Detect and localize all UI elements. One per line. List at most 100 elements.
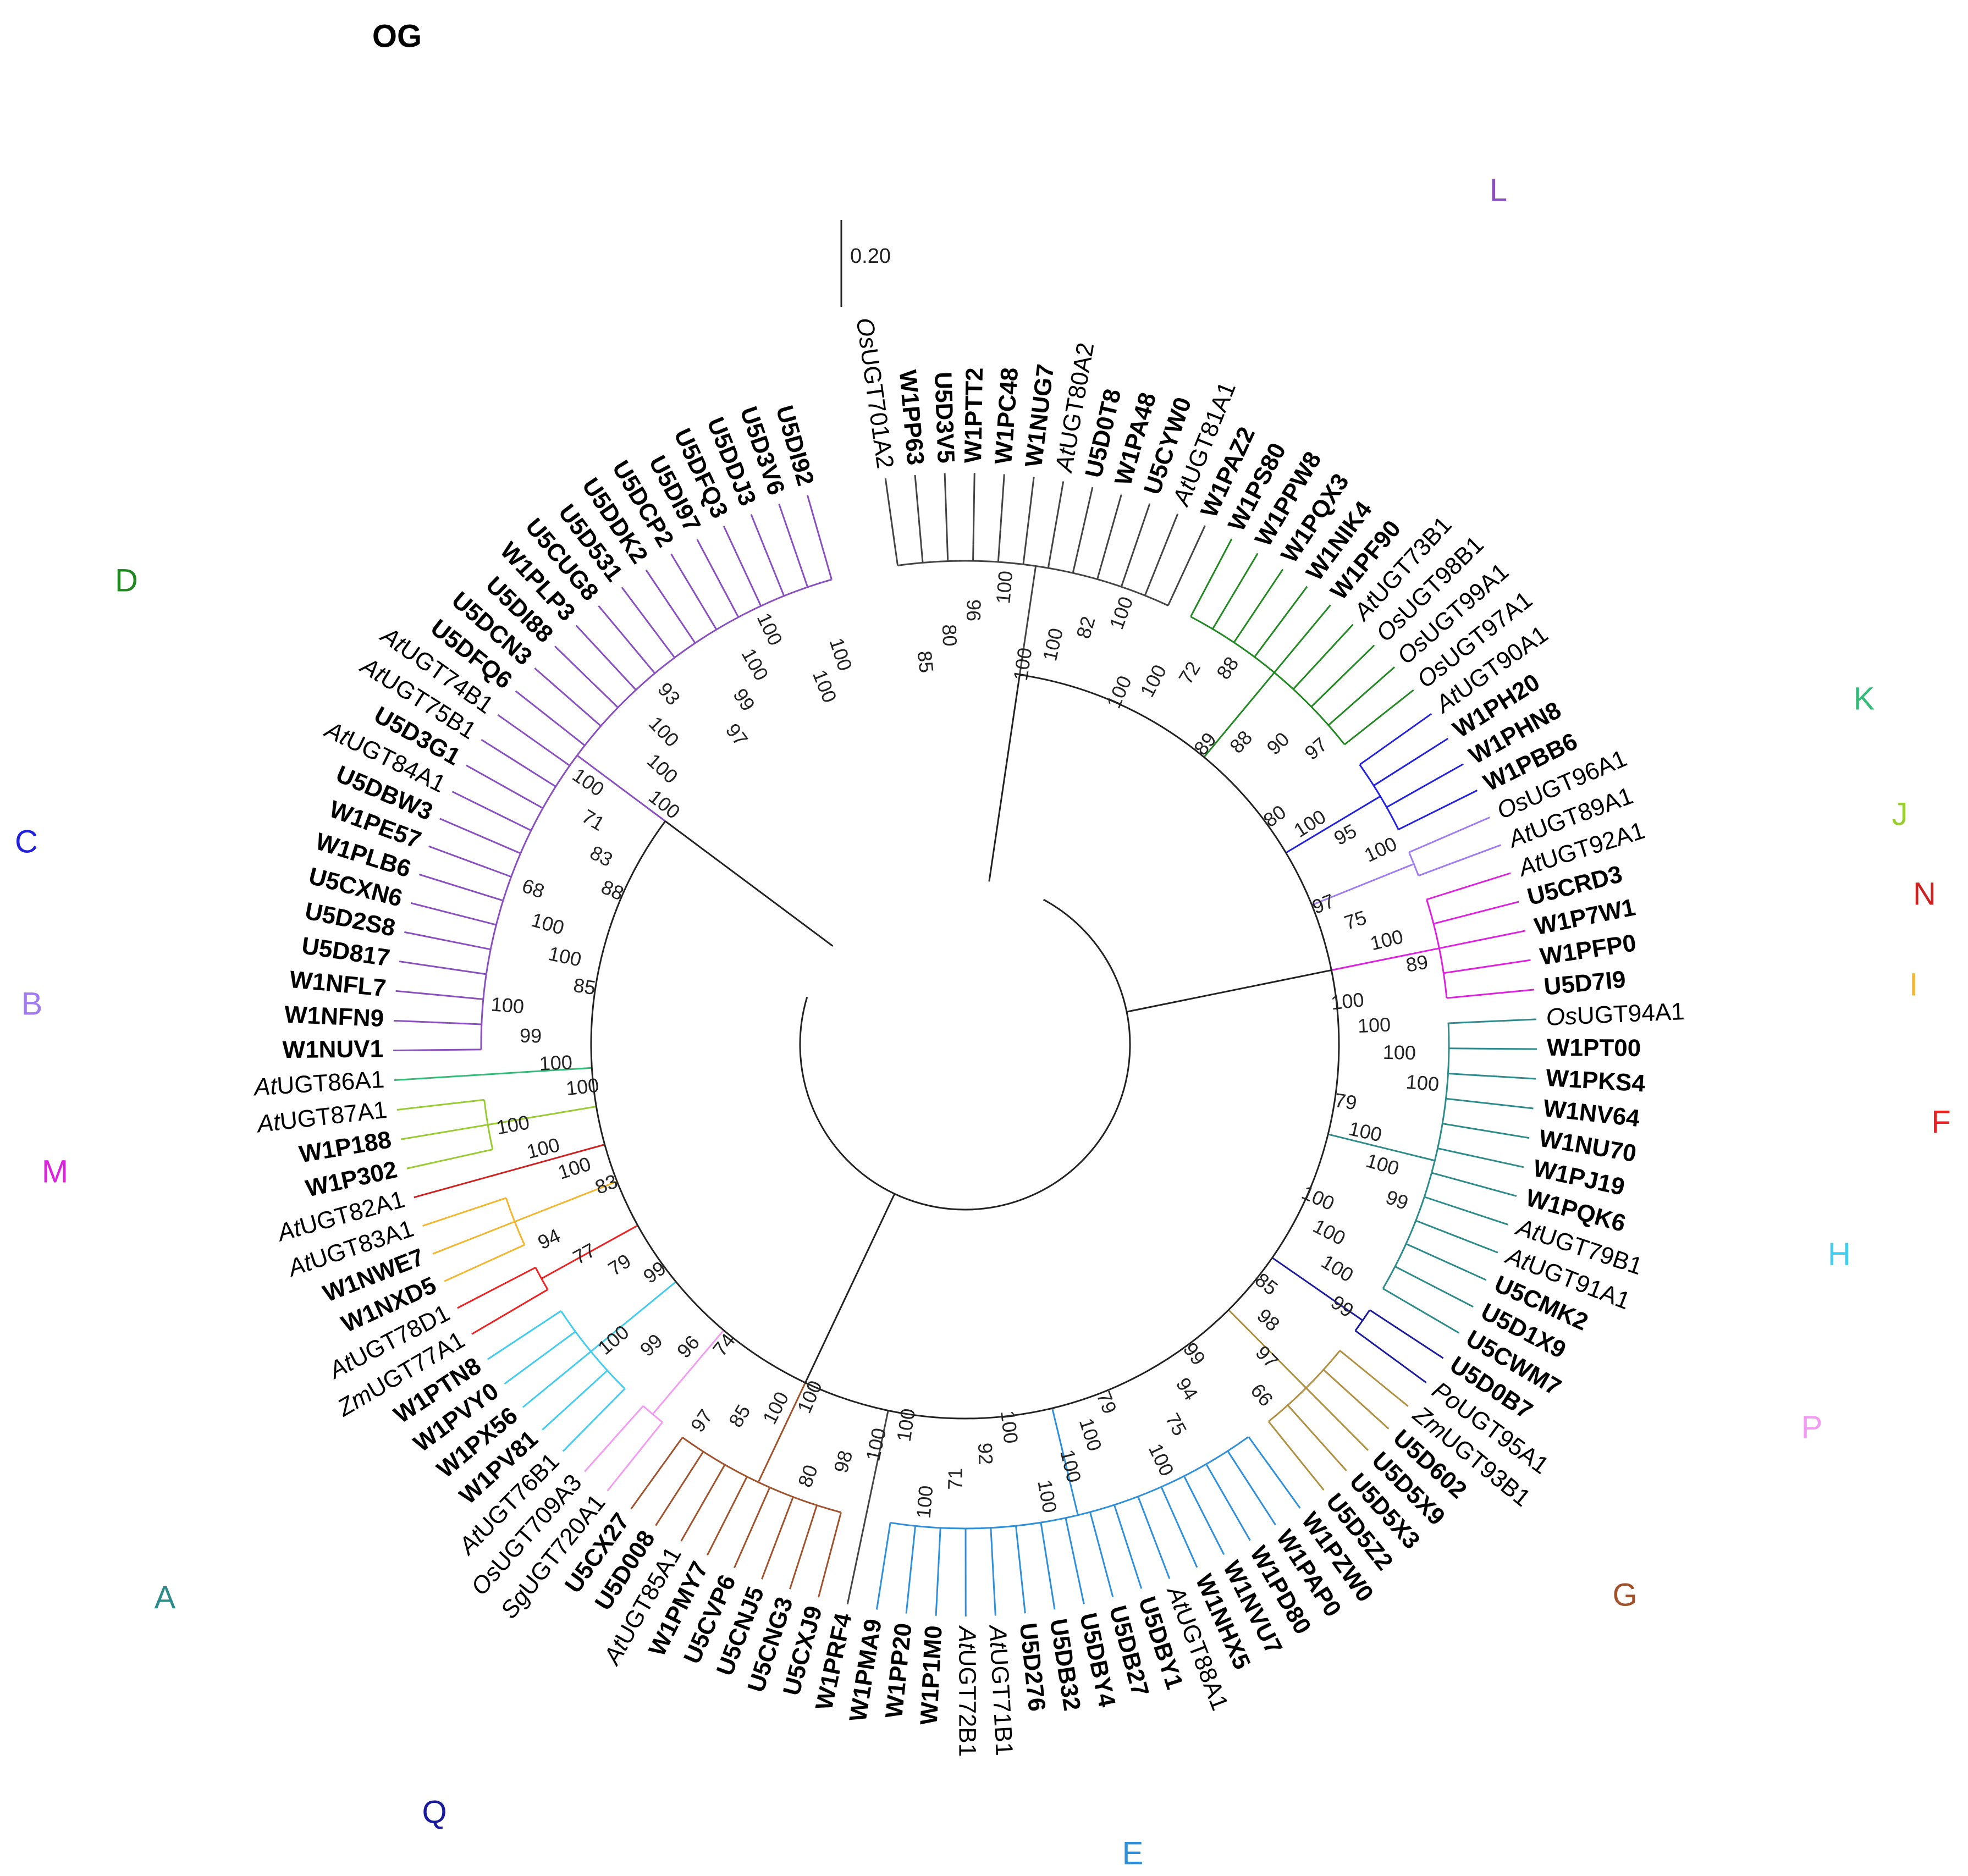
leaf-stem — [1386, 782, 1430, 808]
bootstrap-value: 83 — [587, 841, 616, 871]
leaf-branch — [1497, 1075, 1536, 1080]
bootstrap-value: 75 — [1341, 906, 1369, 934]
backbone-arc — [637, 1225, 677, 1283]
leaf-branch — [504, 1340, 563, 1384]
leaf-genus-prefix: At — [954, 1625, 981, 1650]
clade-stem — [590, 1281, 677, 1353]
leaf-branch — [422, 1212, 460, 1227]
bootstrap-value: 85 — [724, 1400, 755, 1431]
leaf-stem — [1344, 713, 1384, 746]
leaf-branch — [761, 1543, 776, 1580]
backbone-arc — [1019, 674, 1205, 758]
leaf-branch — [1245, 1478, 1276, 1526]
leaf-branch — [399, 961, 470, 973]
leaf-branch — [914, 474, 921, 530]
bootstrap-value: 100 — [547, 942, 583, 971]
leaf-stem — [613, 665, 637, 691]
leaf-stem — [1160, 1486, 1176, 1518]
clade-stem — [482, 1067, 592, 1076]
leaf-stem — [1439, 937, 1488, 950]
leaf-branch — [1479, 989, 1535, 996]
leaf-genus-prefix: Os — [851, 316, 882, 351]
clade-stem — [514, 1180, 618, 1223]
leaf-stem — [1369, 1309, 1384, 1320]
leaf-branch — [1429, 763, 1464, 784]
bootstrap-value: 100 — [1135, 661, 1171, 700]
clade-stem — [1285, 796, 1381, 854]
leaf-stem — [620, 1405, 644, 1431]
leaf-branch — [1442, 872, 1511, 896]
bootstrap-value: 100 — [737, 644, 773, 684]
bootstrap-value: 100 — [793, 1377, 827, 1416]
clade-stem — [498, 1144, 605, 1175]
bootstrap-value: 99 — [1179, 1338, 1210, 1370]
clade-stem — [864, 1410, 889, 1519]
leaf-branch — [1198, 538, 1233, 603]
bootstrap-value: 85 — [1251, 1268, 1282, 1300]
bootstrap-value: 71 — [944, 1467, 967, 1490]
leaf-stem — [1120, 571, 1128, 587]
backbone-arc — [887, 1407, 1052, 1420]
leaf-stem — [1144, 564, 1158, 596]
leaf-stem — [483, 1221, 515, 1235]
bootstrap-value: 100 — [758, 1388, 793, 1427]
leaf-stem — [1431, 1172, 1448, 1178]
leaf-gene-name: UGT71B1 — [985, 1648, 1018, 1757]
leaf-branch — [1028, 477, 1035, 516]
leaf-gene-name: UGT701A2 — [856, 347, 899, 471]
leaf-stem — [919, 529, 924, 563]
leaf-branch — [1383, 1318, 1444, 1359]
leaf-branch — [401, 1129, 456, 1140]
bootstrap-value: 80 — [1259, 801, 1291, 832]
bootstrap-value: 82 — [1072, 614, 1100, 641]
leaf-stem — [1382, 1288, 1426, 1315]
clade-label-m: M — [42, 1154, 68, 1189]
leaf-branch — [444, 1251, 510, 1282]
leaf-label: W1PP63 — [894, 369, 929, 466]
leaf-stem — [1322, 1369, 1349, 1393]
root-spoke — [804, 1193, 896, 1383]
leaf-stem — [730, 602, 740, 618]
leaf-stem — [458, 942, 491, 951]
leaf-branch — [1155, 1542, 1171, 1579]
leaf-branch — [1462, 1100, 1534, 1110]
leaf-branch — [1230, 1507, 1251, 1541]
bootstrap-value: 99 — [520, 1024, 542, 1047]
leaf-label: W1P1M0 — [916, 1625, 947, 1725]
leaf-branch — [432, 1233, 484, 1255]
leaf-branch — [680, 1507, 701, 1542]
leaf-branch — [1352, 666, 1396, 704]
leaf-branch — [607, 1434, 653, 1492]
leaf-stem — [731, 1476, 748, 1507]
leaf-stem — [1448, 1073, 1498, 1078]
bootstrap-value: 99 — [636, 1329, 667, 1361]
leaf-branch — [1118, 1520, 1143, 1589]
leaf-stem — [509, 1244, 525, 1252]
leaf-stem — [516, 822, 532, 831]
leaf-label: W1NV64 — [1542, 1095, 1641, 1132]
leaf-stem — [434, 994, 484, 1000]
clade-label-f: F — [1931, 1104, 1950, 1140]
bootstrap-value: 75 — [1161, 1409, 1191, 1439]
leaf-branch — [707, 1505, 733, 1556]
bootstrap-value: 100 — [1309, 1215, 1349, 1250]
leaf-stem — [1233, 600, 1263, 643]
bootstrap-value: 100 — [569, 763, 609, 801]
clade-stem — [1203, 672, 1275, 758]
leaf-label: OsUGT701A2 — [851, 316, 899, 470]
bootstrap-value: 100 — [1405, 1070, 1440, 1095]
leaf-branch — [395, 990, 434, 996]
leaf-branch — [993, 1577, 996, 1616]
leaf-stem — [533, 1289, 548, 1299]
leaf-stem — [1113, 1504, 1121, 1521]
leaf-branch — [1401, 737, 1449, 769]
backbone-arc — [604, 1144, 618, 1182]
clade-stem — [652, 1329, 725, 1415]
leaf-stem — [651, 1421, 663, 1436]
leaf-branch — [1455, 1206, 1508, 1226]
bootstrap-value: 100 — [1056, 1447, 1085, 1485]
leaf-branch — [935, 1560, 940, 1616]
leaf-branch — [1156, 514, 1179, 565]
bootstrap-value: 100 — [1038, 626, 1067, 663]
